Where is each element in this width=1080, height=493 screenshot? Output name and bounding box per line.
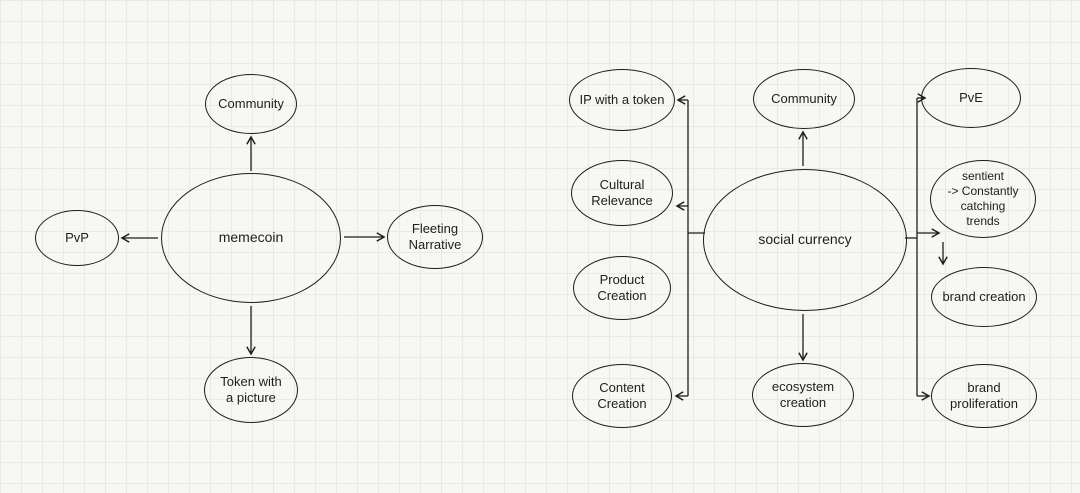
node-product-creation[interactable]: Product Creation xyxy=(573,256,671,320)
node-label: IP with a token xyxy=(579,91,665,107)
node-brand-creation[interactable]: brand creation xyxy=(931,267,1037,327)
node-label: Token with a picture xyxy=(220,373,282,405)
node-community-right-diagram[interactable]: Community xyxy=(753,69,855,129)
node-sentient-catching-trends[interactable]: sentient -> Constantly catching trends xyxy=(930,160,1036,238)
node-label: Community xyxy=(771,90,837,106)
node-ecosystem-creation[interactable]: ecosystem creation xyxy=(752,363,854,427)
node-pvp[interactable]: PvP xyxy=(35,210,119,266)
node-label: memecoin xyxy=(218,229,284,246)
node-label: Product Creation xyxy=(597,271,647,303)
node-label: PvP xyxy=(65,229,89,245)
node-pve[interactable]: PvE xyxy=(921,68,1021,128)
node-label: Content Creation xyxy=(597,379,647,411)
node-fleeting-narrative[interactable]: Fleeting Narrative xyxy=(387,205,483,269)
node-label: Community xyxy=(218,95,284,111)
node-label: ecosystem creation xyxy=(771,378,835,410)
node-label: brand proliferation xyxy=(950,379,1018,411)
node-brand-proliferation[interactable]: brand proliferation xyxy=(931,364,1037,428)
node-label: sentient -> Constantly catching trends xyxy=(947,169,1019,228)
node-memecoin[interactable]: memecoin xyxy=(161,173,341,303)
node-token-with-a-picture[interactable]: Token with a picture xyxy=(204,357,298,423)
node-label: Fleeting Narrative xyxy=(408,220,462,252)
node-community-left-diagram[interactable]: Community xyxy=(205,74,297,134)
node-social-currency[interactable]: social currency xyxy=(703,169,907,311)
node-cultural-relevance[interactable]: Cultural Relevance xyxy=(571,160,673,226)
node-label: PvE xyxy=(959,89,983,105)
node-ip-with-a-token[interactable]: IP with a token xyxy=(569,69,675,131)
node-content-creation[interactable]: Content Creation xyxy=(572,364,672,428)
node-label: Cultural Relevance xyxy=(591,176,653,208)
node-label: social currency xyxy=(758,231,852,248)
node-label: brand creation xyxy=(942,288,1026,304)
